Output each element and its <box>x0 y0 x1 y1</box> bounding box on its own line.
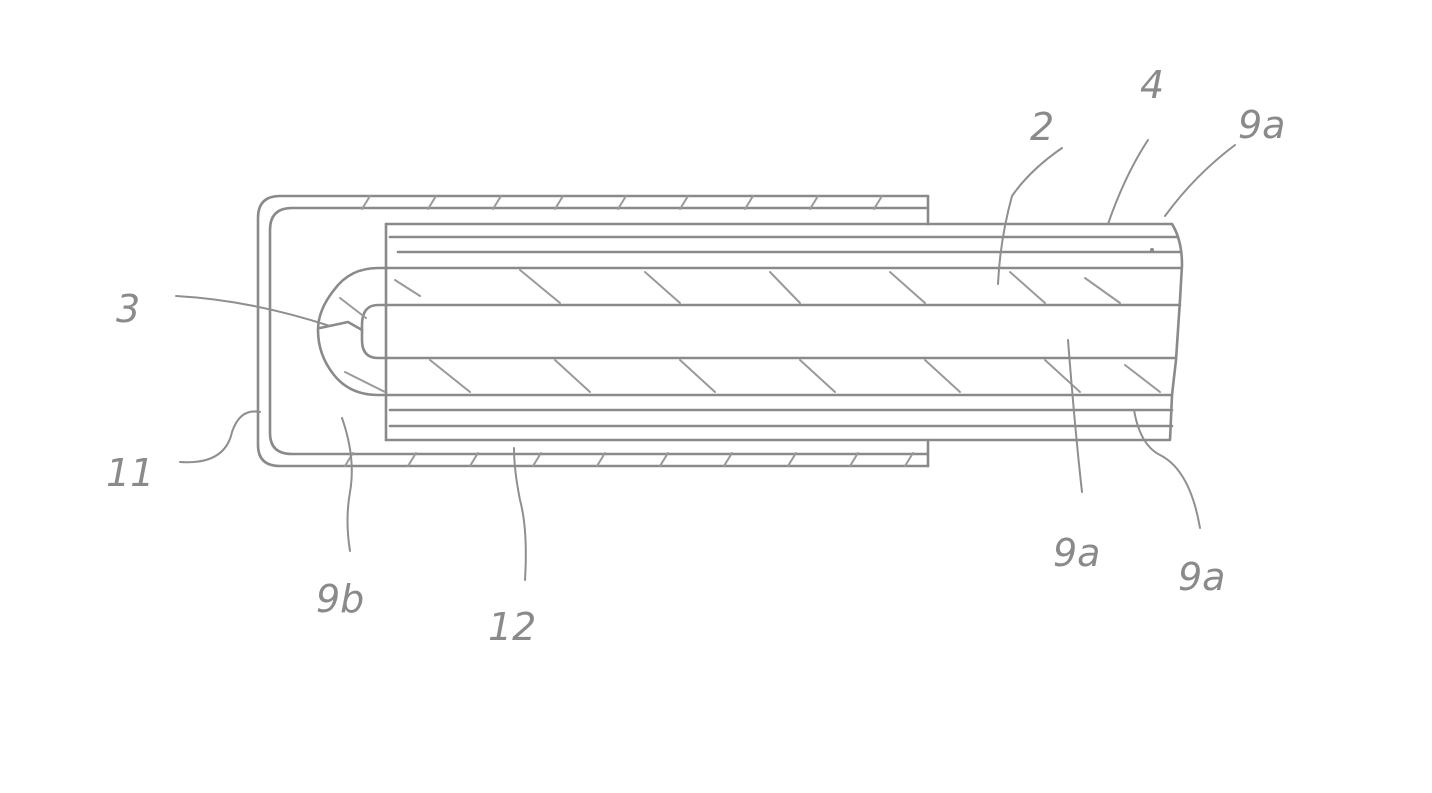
label-11: 11 <box>106 451 154 495</box>
tube-layer-4 <box>386 224 1182 440</box>
leader-4 <box>1108 140 1148 224</box>
label-9a-bottom: 9a <box>1178 555 1225 599</box>
leader-9a-bottom <box>1134 410 1200 528</box>
leader-9b <box>342 418 352 551</box>
inner-conductor-hatching <box>340 270 1160 392</box>
leader-11 <box>180 411 260 462</box>
leader-9a-mid <box>1068 340 1082 492</box>
reference-numerals: 2 4 9a 3 11 9b 12 9a 9a <box>106 63 1285 649</box>
leader-12 <box>514 448 526 580</box>
inner-conductor-2 <box>318 268 1180 395</box>
leader-3 <box>176 296 330 326</box>
label-9a-mid: 9a <box>1053 531 1100 575</box>
label-9a-top: 9a <box>1238 103 1285 147</box>
label-3: 3 <box>116 287 140 331</box>
leader-9a-top <box>1165 145 1235 216</box>
label-9b: 9b <box>316 577 364 621</box>
leader-2 <box>998 148 1062 284</box>
label-4: 4 <box>1140 63 1164 107</box>
label-2: 2 <box>1030 105 1054 149</box>
label-12: 12 <box>488 605 536 649</box>
leader-lines <box>176 140 1235 580</box>
